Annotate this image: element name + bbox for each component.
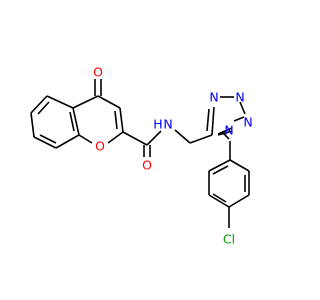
bond [221, 131, 230, 140]
bond [30, 112, 35, 138]
atom-cl: Cl [223, 232, 235, 247]
bond [30, 95, 48, 114]
atom-n-tetrazole-4: N [224, 123, 233, 138]
atom-n-amide: N [163, 117, 172, 132]
benzo-ring [30, 95, 80, 149]
atom-n-tetrazole-2: N [235, 90, 244, 105]
bond [122, 131, 148, 146]
bond [97, 95, 121, 109]
atom-o-carbonyl: O [93, 65, 103, 80]
chlorophenyl-ring [208, 141, 250, 228]
bond [212, 165, 229, 175]
bond [174, 129, 191, 144]
bond [72, 107, 80, 136]
bond [107, 131, 124, 144]
bond [208, 159, 231, 172]
bond [228, 194, 250, 208]
bond [78, 134, 93, 144]
bond [46, 95, 74, 109]
atom-n-tetrazole-1: N [209, 90, 218, 105]
bond [229, 159, 250, 172]
bond [69, 111, 75, 132]
bond [72, 95, 99, 109]
bond [37, 101, 50, 115]
bond [33, 136, 57, 149]
molecule-structure-diagram: O O O N H N N N N Cl [30, 65, 253, 247]
bond [217, 127, 233, 135]
tetrazole-ring [206, 96, 246, 140]
atom-h-amide: H [153, 117, 162, 132]
bond [146, 130, 162, 146]
bond [217, 130, 233, 136]
amide-linker [122, 129, 213, 157]
bond [55, 134, 80, 149]
bond [206, 108, 210, 132]
bond [119, 107, 124, 133]
bond [114, 110, 118, 130]
atom-o-ring: O [95, 139, 105, 154]
bond [233, 116, 245, 122]
bond [212, 193, 227, 203]
bond [211, 106, 215, 136]
bond [39, 134, 57, 144]
atom-n-tetrazole-3: N [243, 115, 252, 130]
bond [239, 101, 246, 115]
pyranone-ring [72, 79, 124, 144]
bond [189, 134, 213, 144]
atom-o-amide: O [142, 158, 152, 173]
bond [208, 194, 230, 208]
